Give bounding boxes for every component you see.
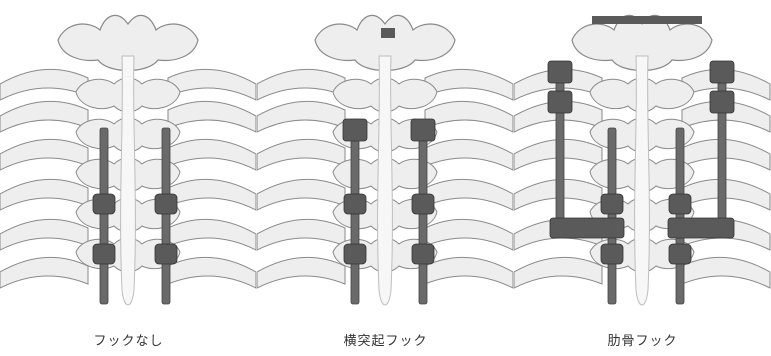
rib-hook [710, 61, 734, 83]
caption-no-hook: フックなし [0, 330, 257, 349]
screw-head [344, 194, 366, 214]
rib-right [682, 257, 770, 288]
spine-illustration-transverse-process-hook [257, 0, 514, 320]
screw-head [412, 244, 434, 264]
rib-left [0, 179, 88, 210]
rib-hook [710, 91, 734, 113]
screw-head [669, 244, 691, 264]
rib-right [168, 101, 256, 132]
screw-head [412, 194, 434, 214]
rib-left [0, 219, 88, 250]
rib-right [425, 69, 513, 100]
rib-hook [548, 61, 572, 83]
rib-left [514, 257, 602, 288]
rib-left [257, 69, 345, 100]
rib-left [0, 69, 88, 100]
rib-left [0, 101, 88, 132]
rib-right [425, 219, 513, 250]
top-bar [592, 16, 702, 24]
outer-rod [556, 64, 564, 232]
rib-left [257, 219, 345, 250]
rib-left [257, 257, 345, 288]
rib-right [425, 179, 513, 210]
panel-transverse-process-hook: 横突起フック [257, 0, 514, 356]
rib-right [168, 219, 256, 250]
screw-head [601, 244, 623, 264]
caption-transverse-process-hook: 横突起フック [257, 330, 514, 349]
rib-left [0, 257, 88, 288]
spine-illustration-rib-hook [514, 0, 771, 320]
spine-model [257, 15, 513, 305]
panel-no-hook: フックなし [0, 0, 257, 356]
screw-head [669, 194, 691, 214]
rib-right [168, 179, 256, 210]
rib-left [257, 179, 345, 210]
rib-left [257, 139, 345, 170]
screw-head [155, 194, 177, 214]
rib-left [257, 101, 345, 132]
inner-rod [608, 128, 616, 304]
top-clamp [381, 28, 395, 38]
panel-rib-hook: 肋骨フック [514, 0, 771, 356]
spine-model [0, 15, 256, 305]
connector-left [550, 218, 624, 238]
rib-right [425, 257, 513, 288]
screw-head [93, 194, 115, 214]
connector-right [668, 218, 734, 238]
spinous-process [635, 56, 650, 305]
rod [162, 128, 170, 304]
inner-rod [676, 128, 684, 304]
rib-right [168, 139, 256, 170]
spine-illustration-no-hook [0, 0, 257, 320]
screw-head [155, 244, 177, 264]
outer-rod [718, 64, 726, 232]
spinous-process [121, 56, 136, 305]
rib-hook [548, 91, 572, 113]
rib-right [168, 69, 256, 100]
rod [100, 128, 108, 304]
rib-left [0, 139, 88, 170]
spinous-process [378, 56, 393, 305]
rib-right [425, 101, 513, 132]
screw-head [601, 194, 623, 214]
transverse-process-hook [343, 119, 367, 141]
caption-rib-hook: 肋骨フック [514, 330, 771, 349]
screw-head [93, 244, 115, 264]
transverse-process-hook [411, 119, 435, 141]
rib-right [425, 139, 513, 170]
screw-head [344, 244, 366, 264]
spine-model [514, 15, 770, 305]
rib-right [168, 257, 256, 288]
